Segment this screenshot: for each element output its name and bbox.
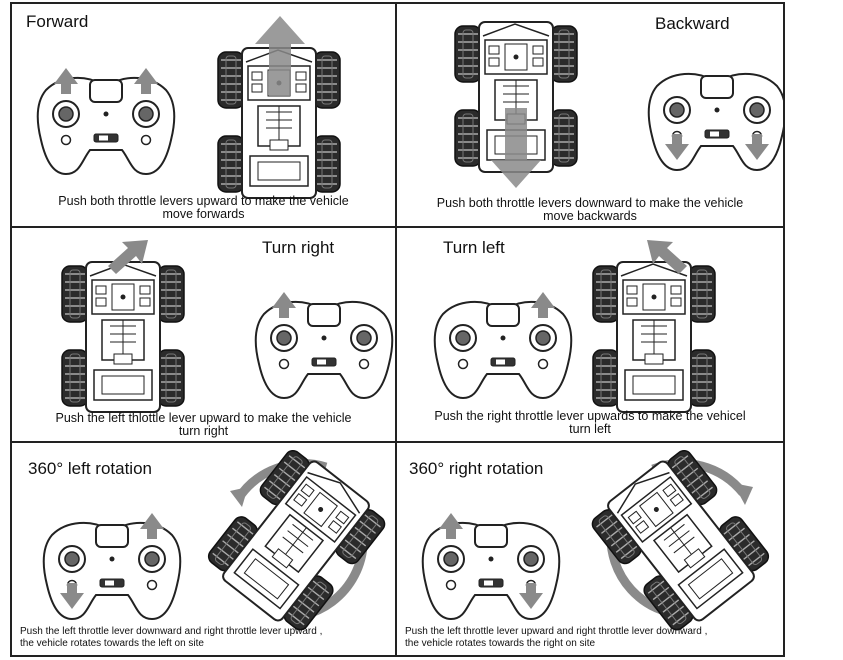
remote-controller-icon (433, 292, 573, 399)
grid-divider-vertical (395, 4, 397, 655)
arrow-up-left-icon (647, 240, 687, 274)
panel-caption: Push both throttle levers downward to ma… (436, 196, 744, 223)
arrow-up-right-icon (108, 240, 148, 274)
rotate-arrows-icon (208, 453, 384, 629)
rotate-arrows-icon (593, 453, 769, 629)
remote-controller-icon (421, 513, 561, 620)
panel-title: Turn left (443, 238, 505, 257)
panel-turn-right: Turn right Push the left thlottle lever … (12, 228, 395, 441)
panel-title: 360° left rotation (28, 459, 152, 478)
panel-caption: Push both throttle levers upward to make… (58, 194, 349, 221)
remote-controller-icon (647, 72, 783, 171)
remote-controller-icon (254, 292, 394, 399)
grid-divider-horizontal (12, 226, 783, 228)
rc-vehicle-icon (587, 444, 775, 637)
panel-title: Turn right (262, 238, 335, 257)
panel-title: Forward (26, 12, 89, 31)
panel-caption: Push the right throttle lever upwards to… (434, 409, 746, 436)
panel-title: 360° right rotation (409, 459, 544, 478)
panel-caption: Push the left throttle lever upward and … (405, 626, 708, 649)
arrow-down-icon (491, 108, 541, 188)
remote-controller-icon (42, 513, 182, 620)
panel-backward: Backward Push both throttle levers downw… (397, 4, 783, 226)
panel-caption: Push the left throttle lever downward an… (20, 626, 323, 649)
panel-forward: Forward Push both throttle levers upward… (12, 4, 395, 226)
grid-divider-horizontal (12, 441, 783, 443)
panel-caption: Push the left thlottle lever upward to m… (55, 411, 352, 438)
panel-title: Backward (655, 14, 730, 33)
panel-right-rotation: 360° right rotation Push the left thrott… (397, 443, 783, 655)
rc-vehicle-icon (593, 262, 715, 417)
panel-turn-left: Turn left Push the right throttle lever … (397, 228, 783, 441)
remote-controller-icon (36, 68, 176, 175)
rc-vehicle-icon (202, 444, 390, 637)
rc-vehicle-icon (62, 262, 184, 417)
arrow-up-icon (255, 16, 305, 96)
panel-left-rotation: 360° left rotation Push the left throttl… (12, 443, 395, 655)
instruction-sheet: Forward Push both throttle levers upward… (10, 2, 785, 657)
